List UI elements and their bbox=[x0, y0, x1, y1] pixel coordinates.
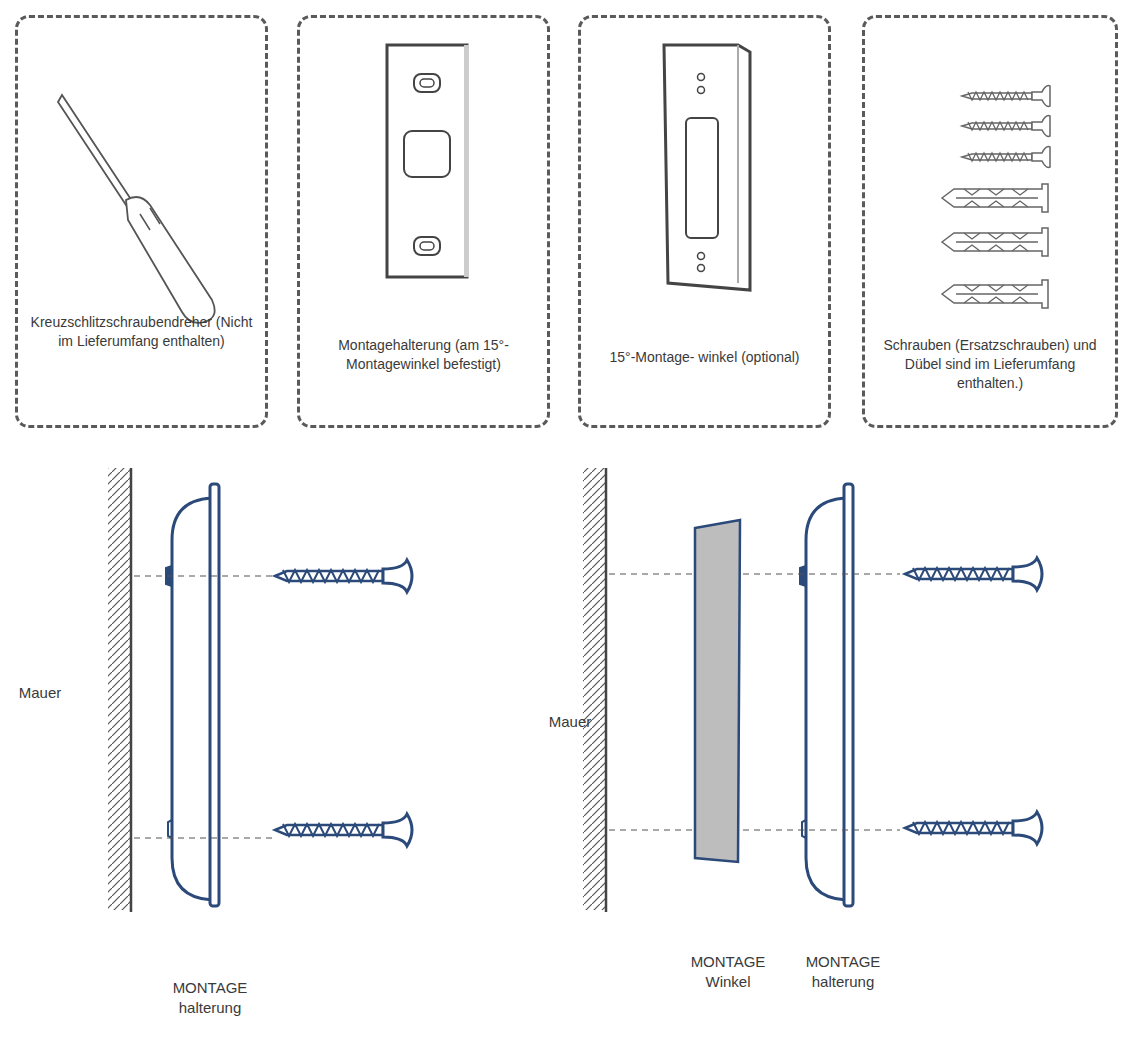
part-caption: Schrauben (Ersatzschrauben) und Dübel si… bbox=[873, 336, 1107, 393]
parts-box: Montagehalterung (am 15°-Montagewinkel b… bbox=[297, 15, 550, 428]
screw bbox=[905, 812, 1042, 844]
screws-anchors bbox=[942, 86, 1050, 308]
mounting-bracket bbox=[387, 45, 469, 277]
part-caption: 15°-Montage- winkel (optional) bbox=[589, 348, 820, 367]
bracket-side-left bbox=[166, 484, 219, 906]
parts-box: Kreuzschlitzschraubendreher (Nicht im Li… bbox=[15, 15, 268, 428]
part-label: MONTAGE Winkel bbox=[678, 952, 778, 991]
parts-box: 15°-Montage- winkel (optional) bbox=[578, 15, 831, 428]
part-label: MONTAGE halterung bbox=[793, 952, 893, 991]
bracket-side-right bbox=[800, 484, 853, 906]
wall-left bbox=[108, 468, 131, 912]
parts-box: Schrauben (Ersatzschrauben) und Dübel si… bbox=[862, 15, 1118, 428]
screwdriver bbox=[58, 95, 215, 323]
mounting-wedge-side bbox=[695, 520, 740, 862]
guide-lines-left bbox=[134, 576, 272, 838]
screw bbox=[905, 558, 1042, 590]
mounting-wedge bbox=[664, 45, 750, 290]
guide-lines-right bbox=[609, 574, 900, 830]
part-label: MONTAGE halterung bbox=[160, 978, 260, 1017]
screw bbox=[275, 560, 412, 592]
part-label: Mauer bbox=[5, 683, 75, 703]
part-caption: Montagehalterung (am 15°-Montagewinkel b… bbox=[308, 336, 539, 374]
part-label: Mauer bbox=[535, 712, 605, 732]
screw bbox=[275, 814, 412, 846]
wall-right bbox=[583, 468, 606, 912]
part-caption: Kreuzschlitzschraubendreher (Nicht im Li… bbox=[26, 313, 257, 351]
